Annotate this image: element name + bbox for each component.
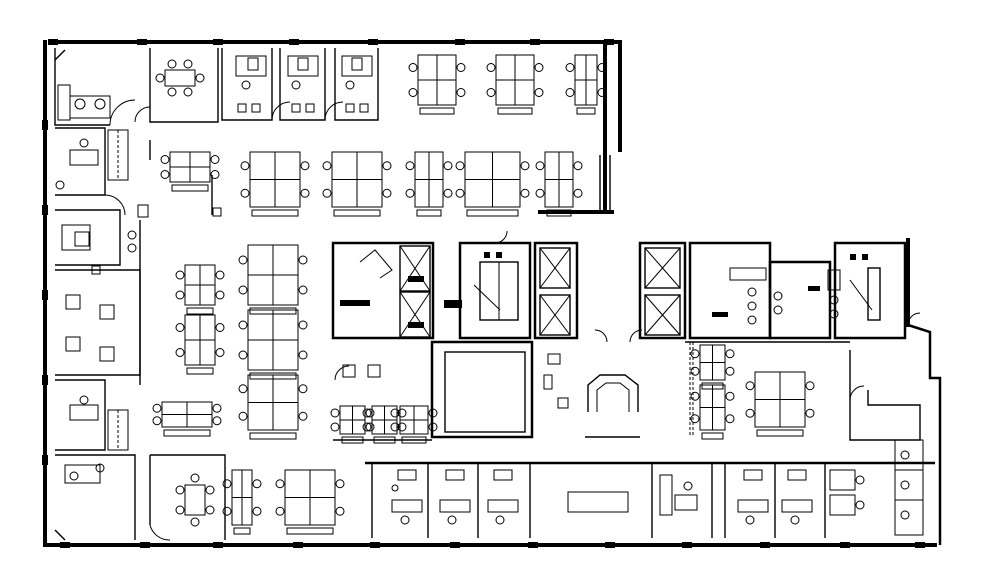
west-offices: [54, 127, 149, 541]
workstation-pod-19: [690, 344, 735, 390]
elevators-west: [399, 245, 431, 338]
south-office-6: [824, 463, 865, 538]
workstation-pod-15: [152, 401, 222, 437]
lobby: [334, 329, 643, 439]
stair-east: [833, 241, 907, 340]
workstation-pod-4: [160, 151, 220, 192]
south-office-1: [371, 463, 423, 538]
workstation-pod-23: [275, 469, 345, 535]
restrooms: [688, 241, 841, 340]
workstation-pod-12: [238, 374, 308, 440]
lounge-tables: [65, 294, 115, 362]
north-conference-room: [134, 48, 219, 123]
south-office-5: [724, 463, 813, 538]
workstation-pod-1: [408, 54, 466, 115]
south-offices: [365, 350, 935, 538]
nw-corner-office: [54, 48, 136, 126]
workstation-pod-2: [486, 54, 544, 115]
workstation-pod-6: [322, 151, 392, 217]
workstation-pod-22: [222, 469, 262, 535]
core-room-west: [340, 249, 393, 306]
south-office-2: [427, 463, 471, 538]
workstation-pod-5: [240, 151, 310, 217]
reception-desk[interactable]: [587, 374, 639, 412]
workstation-pod-21: [745, 371, 815, 437]
exterior-walls: [42, 39, 942, 548]
stair-west: [458, 230, 532, 340]
elevators-east: [638, 241, 687, 340]
workstation-pod-3: [565, 54, 607, 115]
workstation-pod-7: [405, 151, 453, 217]
north-private-offices: [221, 48, 379, 121]
workstation-pod-11: [238, 309, 308, 380]
sw-conference-room: [149, 454, 226, 541]
circulation: [139, 140, 921, 441]
south-office-3: [477, 463, 519, 538]
workstation-pod-8: [455, 151, 530, 217]
workstation-pod-10: [238, 244, 308, 315]
workstation-clusters: [152, 54, 815, 535]
building-core: [331, 230, 907, 340]
workstation-pod-9: [535, 151, 583, 217]
workstation-pod-20: [690, 384, 735, 440]
workstation-pod-14: [175, 314, 225, 375]
elevators-center: [533, 241, 579, 340]
south-conference-room: [529, 463, 653, 538]
se-corner-workstations: [849, 350, 924, 536]
workstation-pod-16: [330, 405, 375, 444]
window-mullions: [42, 39, 925, 548]
workstation-pod-18: [390, 405, 438, 444]
workstation-pod-13: [175, 264, 225, 315]
south-office-4: [659, 463, 713, 538]
